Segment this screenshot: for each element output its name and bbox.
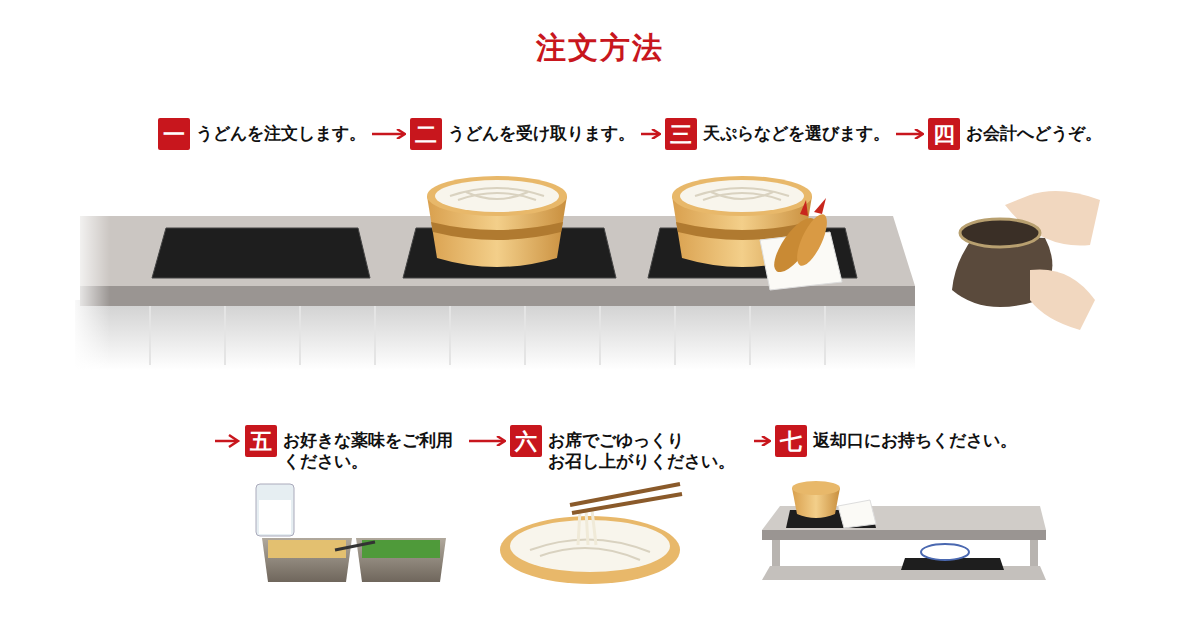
condiments [256, 484, 446, 582]
step-node: 一うどんを注文します。 [158, 118, 366, 150]
step-text: お好きな薬味をご利用 ください。 [283, 425, 463, 472]
tempura [760, 198, 842, 290]
step-text: うどんを注文します。 [196, 118, 366, 144]
counter-base [75, 300, 915, 370]
page-title: 注文方法 [0, 28, 1200, 69]
udon-bowl [500, 484, 682, 584]
step-node: 六お席でごゆっくり お召し上がりください。 [510, 425, 748, 472]
step-number: 六 [510, 425, 542, 457]
purse [952, 191, 1100, 330]
return-shelf [762, 481, 1046, 580]
step-text: うどんを受け取ります。 [448, 118, 635, 144]
step-text: 返却口にお持ちください。 [813, 425, 1017, 451]
step-node: 四お会計へどうぞ。 [928, 118, 1102, 150]
step-number: 二 [410, 118, 442, 150]
flow-arrow [641, 133, 659, 136]
tray [152, 228, 370, 278]
counter-front [80, 286, 915, 306]
udon-tub [427, 176, 567, 267]
step-node: 五お好きな薬味をご利用 ください。 [245, 425, 463, 472]
step-node: 二うどんを受け取ります。 [410, 118, 635, 150]
step-text: 天ぷらなどを選びます。 [703, 118, 890, 144]
step-number: 一 [158, 118, 190, 150]
step-text: お会計へどうぞ。 [966, 118, 1102, 144]
step-number: 七 [775, 425, 807, 457]
counter-panels [150, 305, 825, 365]
step-text: お席でごゆっくり お召し上がりください。 [548, 425, 748, 472]
step-number: 四 [928, 118, 960, 150]
flow-arrow [372, 133, 404, 136]
step-number: 五 [245, 425, 277, 457]
counter-fade [70, 210, 110, 375]
step-number: 三 [665, 118, 697, 150]
step-node: 三天ぷらなどを選びます。 [665, 118, 890, 150]
flow-arrow [896, 133, 922, 136]
flow-arrow [754, 440, 769, 443]
flow-arrow [215, 435, 238, 447]
flow-arrow [469, 440, 504, 443]
step-node: 七返却口にお持ちください。 [775, 425, 1017, 457]
